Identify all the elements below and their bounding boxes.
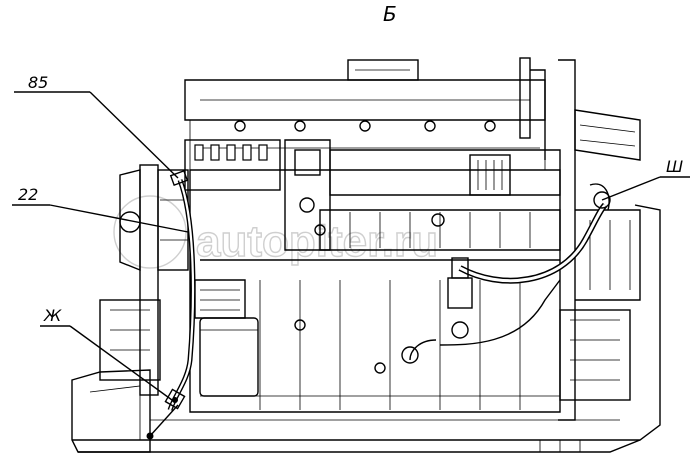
watermark-text: autopiter.ru — [196, 217, 438, 266]
leader-zh — [40, 325, 179, 440]
view-label: Б — [383, 2, 397, 26]
oil-filter — [194, 279, 259, 397]
coolant-line — [409, 279, 561, 361]
front-pulley-assembly — [99, 164, 189, 396]
injection-pump — [184, 139, 331, 251]
leader-85 — [14, 91, 179, 179]
callout-sh: Ш — [666, 157, 683, 176]
callout-85: 85 — [28, 73, 48, 92]
hose-turbo — [447, 183, 611, 339]
leader-22 — [12, 204, 189, 233]
callout-zh: Ж — [43, 306, 62, 325]
watermark: autopiter.ru — [113, 195, 439, 269]
right-bracket — [558, 59, 641, 421]
callout-22: 22 — [18, 185, 38, 204]
leader-sh — [601, 176, 690, 201]
hose-22 — [164, 170, 196, 411]
head-bolts — [234, 120, 496, 132]
